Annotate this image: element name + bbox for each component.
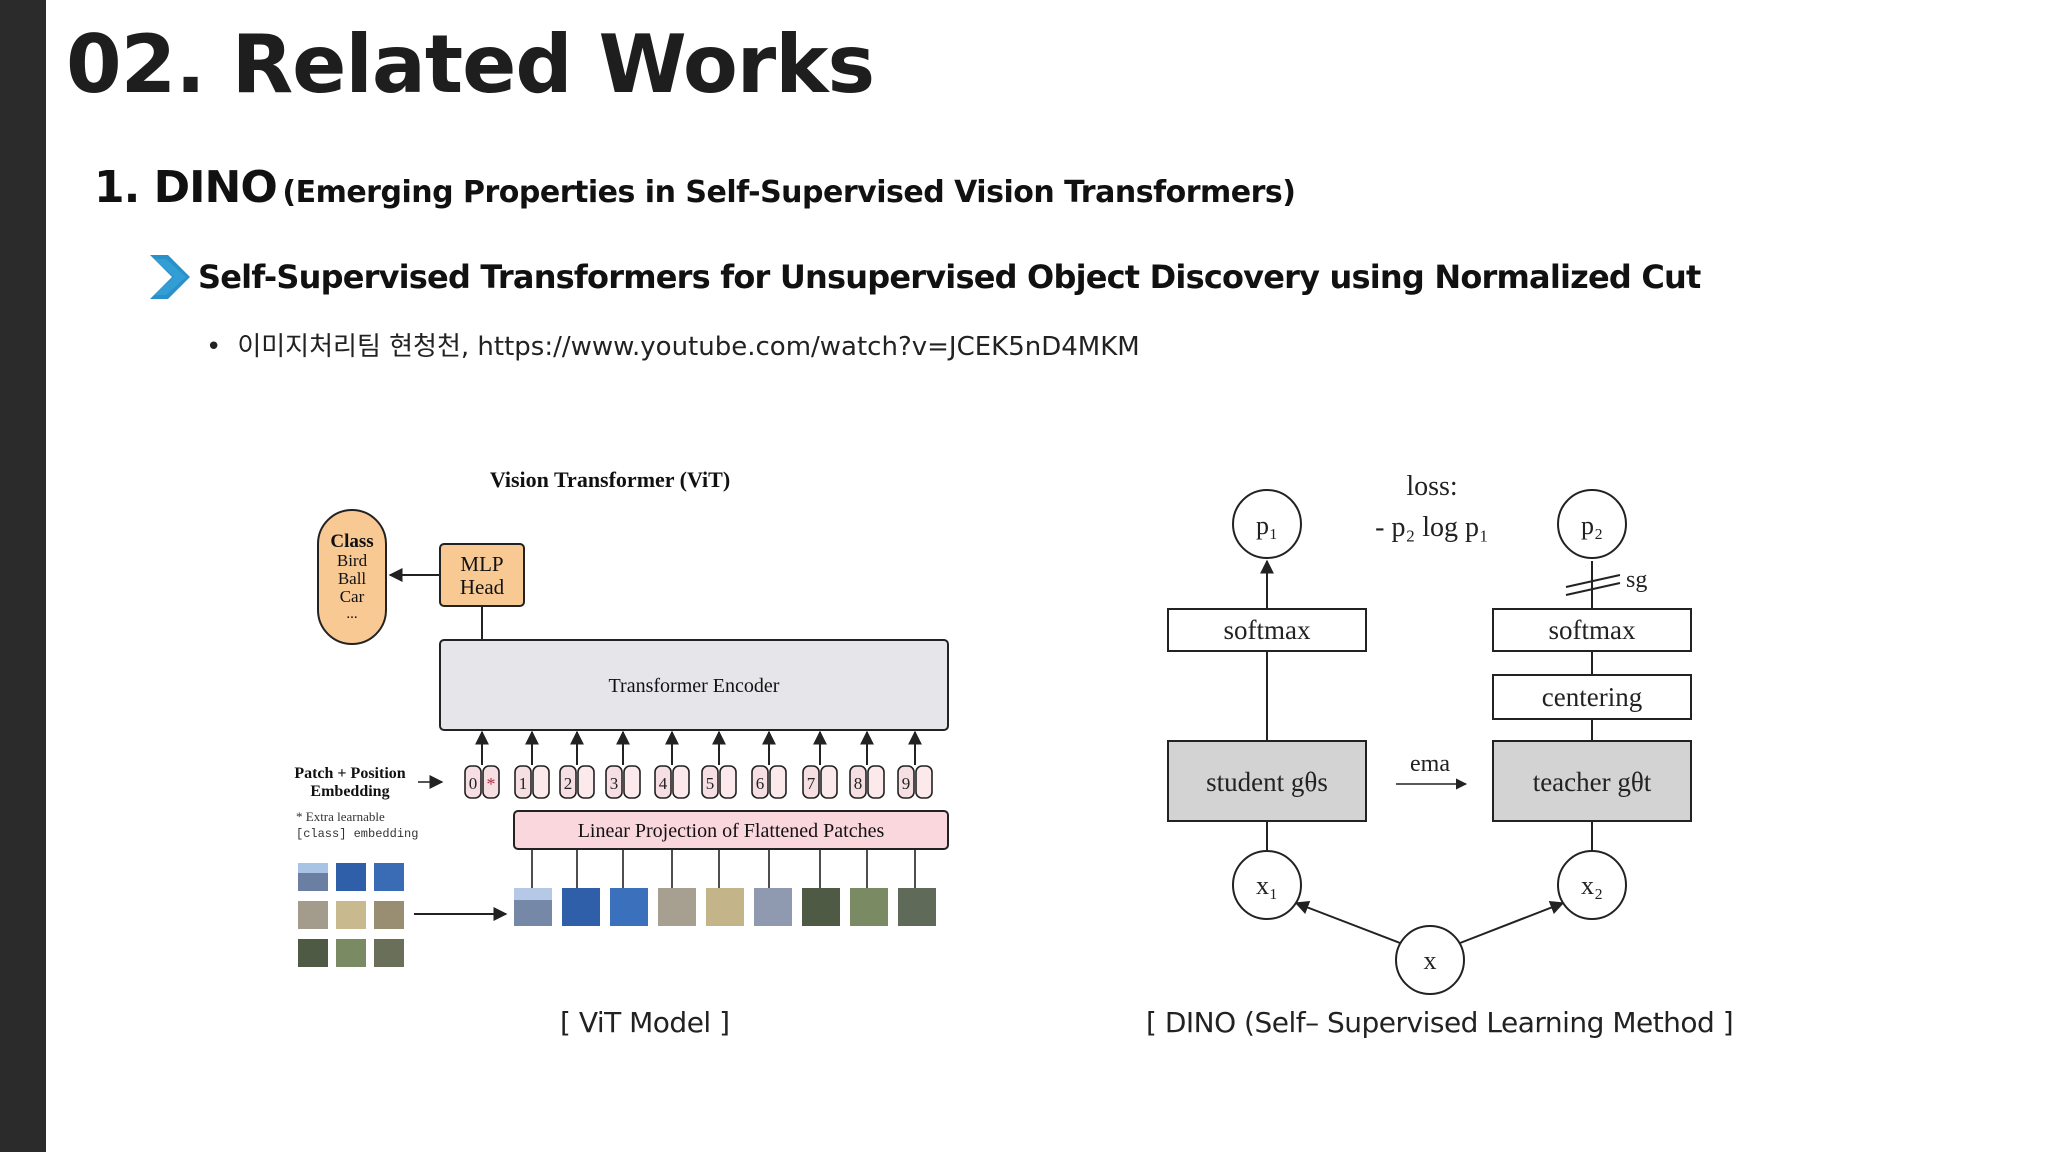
position-token-label: 9 (902, 774, 911, 793)
p1-label: p₁ (1256, 511, 1278, 540)
section-heading: 1. DINO (Emerging Properties in Self-Sup… (94, 162, 1296, 213)
class-item-ball: Ball (338, 569, 367, 588)
x2-label: x₂ (1581, 871, 1603, 900)
p2-node (1557, 489, 1627, 559)
class-item-bird: Bird (337, 551, 368, 570)
class-label: Class (330, 531, 373, 552)
class-token-star: * (487, 774, 496, 794)
class-pill (317, 509, 387, 645)
section-heading-sub: (Emerging Properties in Self-Supervised … (282, 175, 1296, 210)
position-token-8: 8 (849, 765, 885, 799)
source-image-grid (298, 863, 404, 967)
subheading: Self-Supervised Transformers for Unsuper… (198, 258, 1701, 296)
vit-title: Vision Transformer (ViT) (490, 467, 730, 492)
position-token-label: 5 (706, 774, 715, 793)
transformer-encoder-box (439, 639, 949, 731)
p1-node (1232, 489, 1302, 559)
dino-diagram: loss: - p₂ log p₁ p₁ p₂ softmax student … (1167, 471, 1692, 995)
position-token-label: 7 (807, 774, 816, 793)
position-token-5: 5 (701, 765, 737, 799)
extra-embedding-line1: * Extra learnable (296, 809, 385, 824)
section-heading-main: 1. DINO (94, 162, 278, 213)
dino-caption: [ DINO (Self– Supervised Learning Method… (1146, 1006, 1734, 1039)
x-node (1395, 925, 1465, 995)
position-token-0: 0* (464, 765, 500, 799)
embedding-label-line1: Patch + Position (294, 765, 405, 782)
centering-label: centering (1542, 682, 1642, 712)
transformer-encoder-label: Transformer Encoder (609, 675, 780, 697)
reference-bullet: • 이미지처리팀 현청천, https://www.youtube.com/wat… (206, 326, 1140, 363)
x1-node (1232, 850, 1302, 920)
position-token-6: 6 (751, 765, 787, 799)
position-token-3: 3 (605, 765, 641, 799)
x2-node (1557, 850, 1627, 920)
loss-line2: - p₂ log p₁ (1375, 512, 1489, 543)
student-box (1167, 740, 1367, 822)
vit-diagram: Vision Transformer (ViT) Class Bird Ball… (294, 467, 949, 967)
class-item-car: Car (340, 587, 365, 606)
position-token-label: 2 (564, 774, 573, 793)
teacher-box (1492, 740, 1692, 822)
linear-projection-label: Linear Projection of Flattened Patches (578, 820, 885, 842)
softmax-left-label: softmax (1224, 615, 1311, 645)
x-label: x (1424, 946, 1437, 975)
softmax-left-box (1167, 608, 1367, 652)
bullet-dot: • (206, 332, 222, 362)
embedding-label-line2: Embedding (310, 783, 389, 800)
softmax-right-label: softmax (1549, 615, 1636, 645)
position-token-4: 4 (654, 765, 690, 799)
position-token-label: 3 (610, 774, 619, 793)
position-token-1: 1 (514, 765, 550, 799)
left-accent-bar (0, 0, 46, 1152)
reference-text: 이미지처리팀 현청천, https://www.youtube.com/watc… (237, 332, 1140, 362)
position-token-label: 8 (854, 774, 863, 793)
x1-label: x₁ (1256, 871, 1278, 900)
extra-embedding-line2: [class] embedding (296, 827, 418, 841)
flattened-patches (514, 888, 936, 926)
class-item-more: ... (346, 606, 357, 622)
position-token-2: 2 (559, 765, 595, 799)
position-token-9: 9 (897, 765, 933, 799)
linear-projection-box (513, 810, 949, 850)
position-token-label: 1 (519, 774, 528, 793)
loss-line1: loss: (1406, 471, 1457, 502)
position-token-7: 7 (802, 765, 838, 799)
mlp-head-line2: Head (460, 575, 505, 599)
position-token-label: 0 (469, 774, 478, 793)
vit-caption: [ ViT Model ] (560, 1006, 730, 1039)
p2-label: p₂ (1581, 511, 1603, 540)
token-arrows (475, 730, 922, 765)
slide-title: 02. Related Works (66, 18, 875, 111)
student-label: student gθs (1206, 767, 1328, 797)
position-token-label: 4 (659, 774, 668, 793)
teacher-label: teacher gθt (1533, 767, 1652, 797)
chevron-right-icon (150, 255, 190, 299)
mlp-head-line1: MLP (460, 552, 503, 576)
position-token-label: 6 (756, 774, 765, 793)
ema-label: ema (1410, 751, 1450, 777)
sg-label: sg (1626, 567, 1647, 593)
